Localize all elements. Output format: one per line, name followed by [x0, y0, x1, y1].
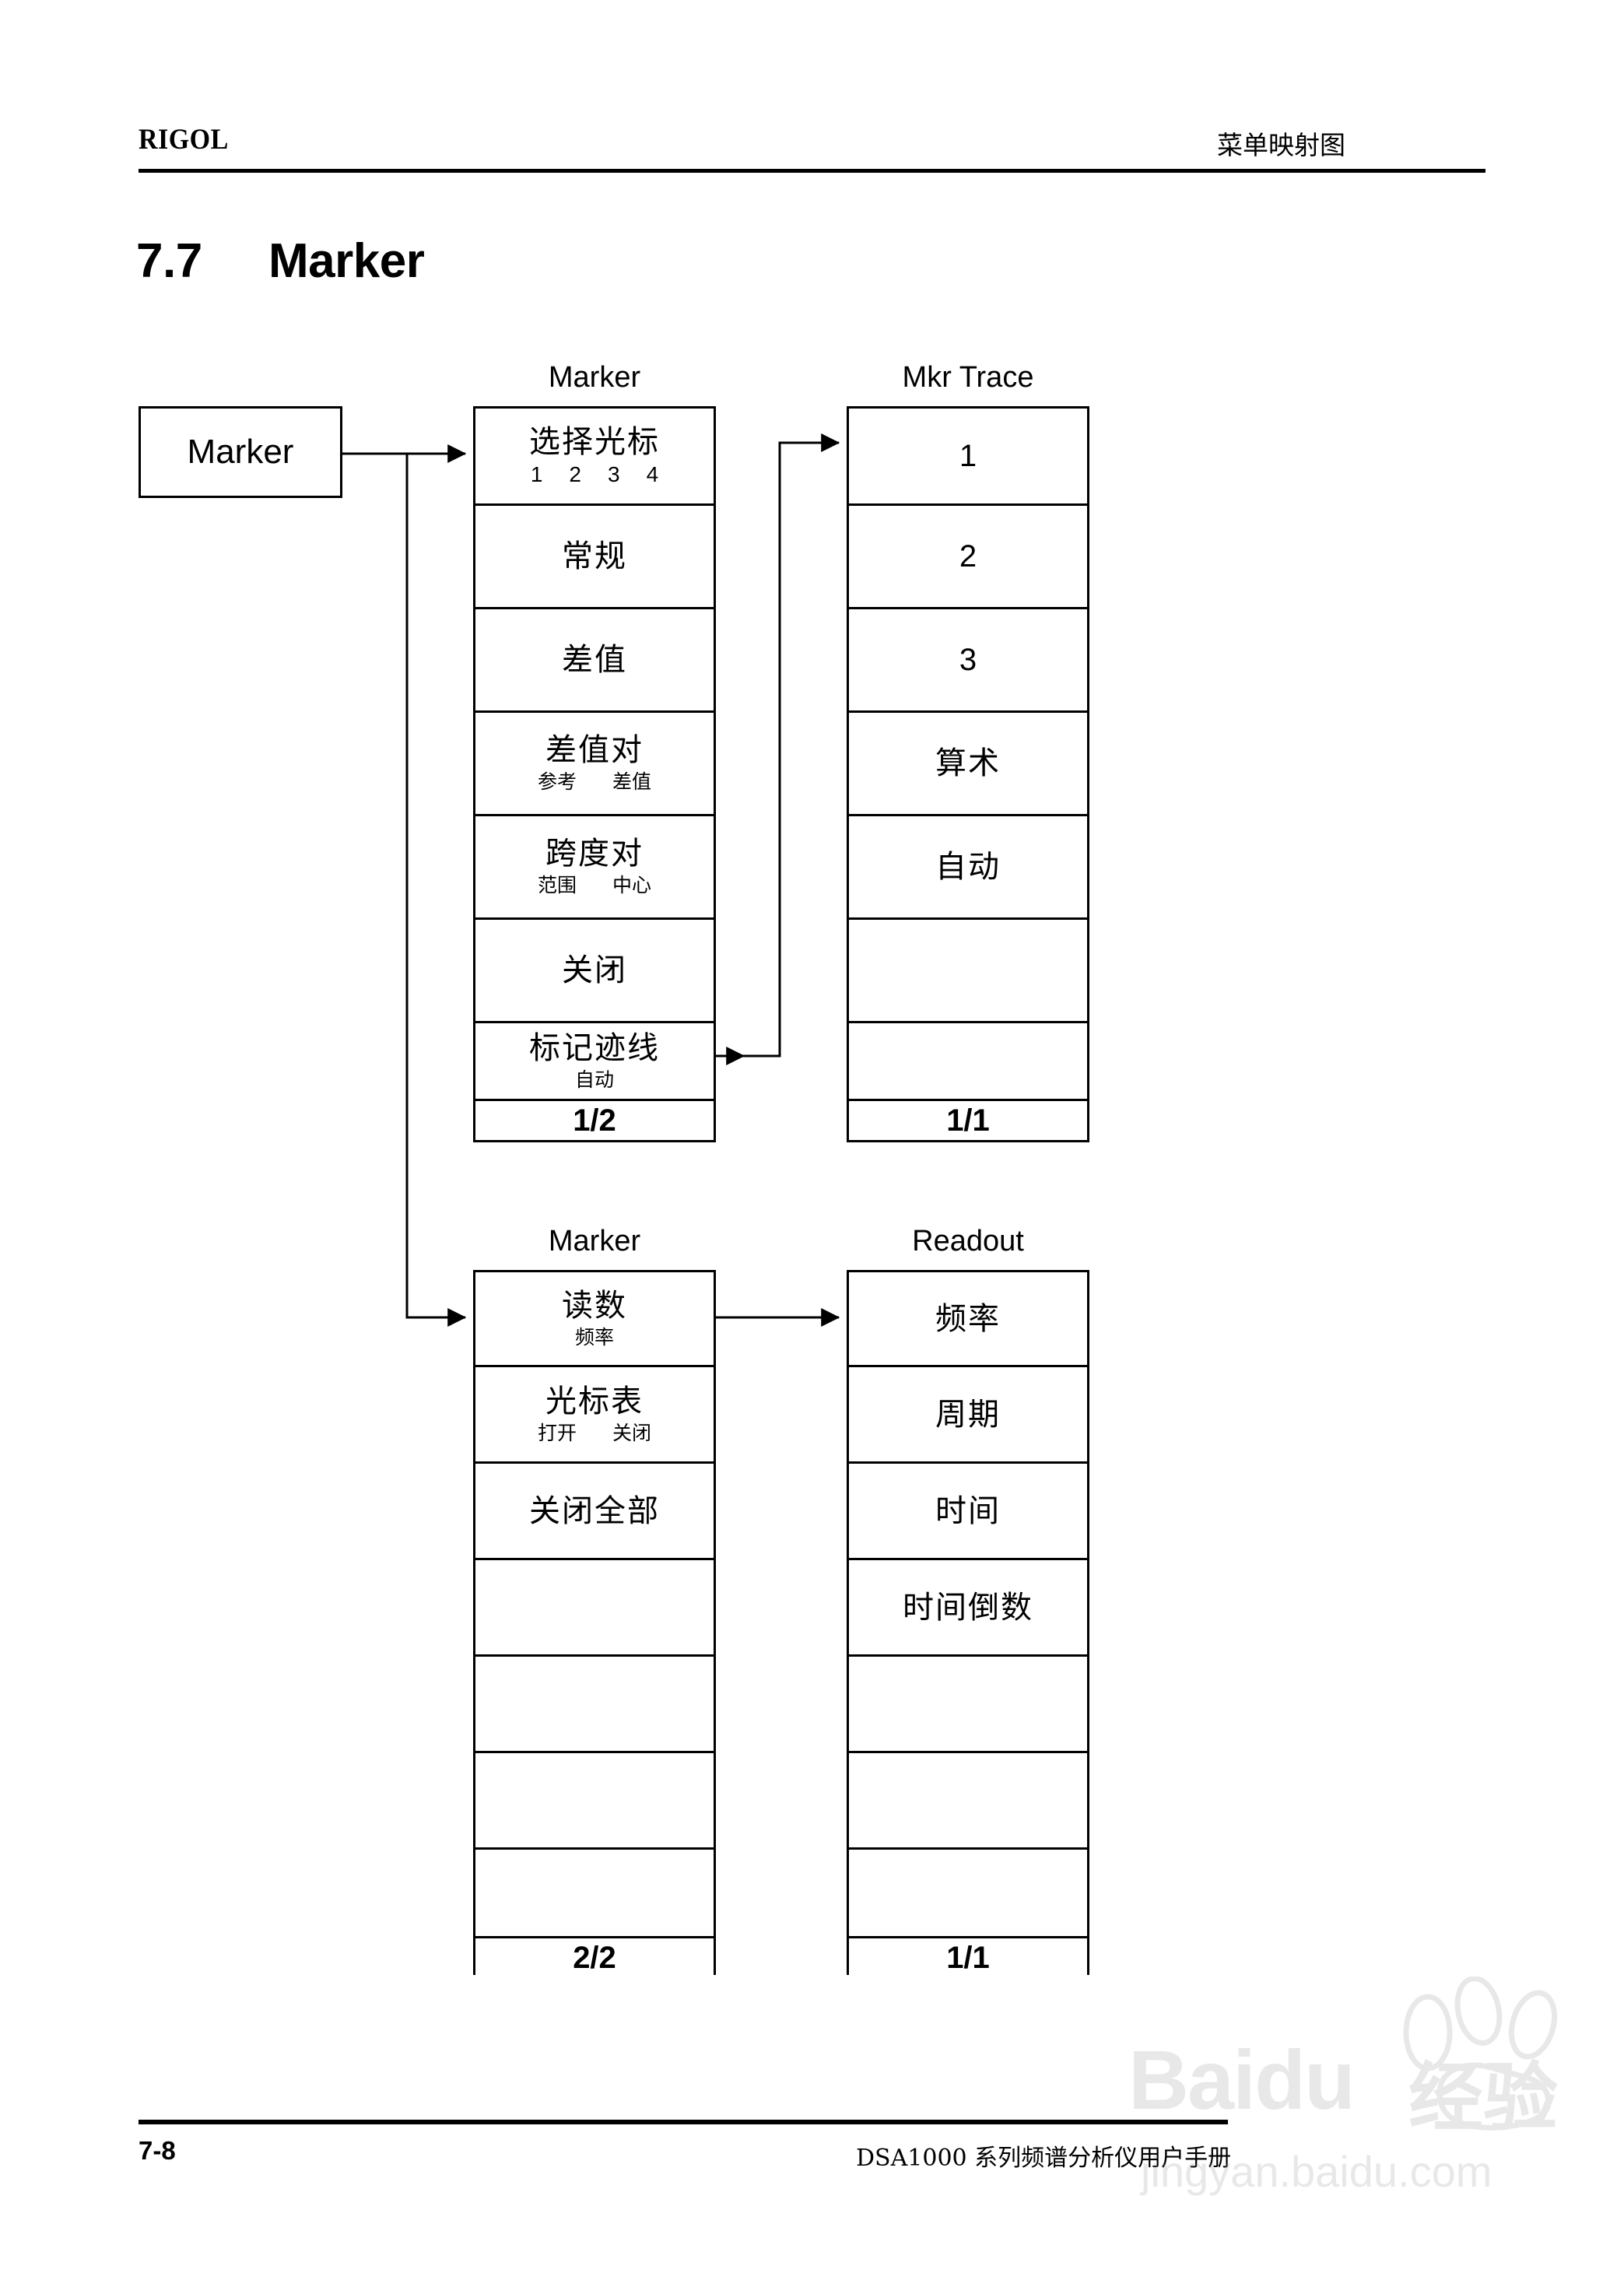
menu-item-empty[interactable]	[849, 920, 1087, 1023]
menu-page-indicator: 1/1	[849, 1938, 1087, 1977]
menu-item-label: 常规	[562, 538, 627, 574]
menu-item[interactable]: 1	[849, 409, 1087, 506]
column-caption-readout: Readout	[912, 1225, 1024, 1257]
page-title: 7.7 Marker	[136, 233, 425, 289]
menu-item-label: 3	[959, 643, 977, 677]
menu-item[interactable]: 算术	[849, 713, 1087, 816]
menu-item-label: 时间	[935, 1493, 1001, 1529]
sublabel: 2	[569, 461, 581, 486]
sublabel: 中心	[612, 874, 652, 897]
menu-column-readout: 频率 周期 时间 时间倒数 1/1	[847, 1270, 1089, 1977]
sublabel: 4	[646, 461, 659, 486]
menu-item[interactable]: 差值对 参考 差值	[475, 713, 714, 816]
menu-item-empty[interactable]	[475, 1850, 714, 1938]
section-number: 7.7	[136, 234, 202, 288]
chapter-title: 菜单映射图	[1217, 130, 1345, 160]
menu-item[interactable]: 时间倒数	[849, 1560, 1087, 1657]
hardkey-marker-label: Marker	[187, 433, 294, 471]
page-indicator-label: 1/1	[946, 1940, 990, 1975]
page-indicator-label: 2/2	[573, 1940, 616, 1975]
menu-item[interactable]: 3	[849, 609, 1087, 713]
menu-item-label: 1	[959, 439, 977, 473]
menu-item-label: 光标表	[545, 1383, 644, 1419]
menu-item-empty[interactable]	[475, 1753, 714, 1850]
menu-item-label: 读数	[562, 1287, 627, 1324]
page-header: RIGOL 菜单映射图	[139, 117, 1485, 179]
watermark-brand: Baidu	[1128, 2033, 1356, 2127]
connector-mkrtrace	[716, 433, 840, 1058]
menu-item[interactable]: 标记迹线 自动	[475, 1023, 714, 1101]
menu-column-marker-2: 读数 频率 光标表 打开 关闭 关闭全部 2/2	[473, 1270, 716, 1977]
menu-item[interactable]: 差值	[475, 609, 714, 713]
menu-item-sublabels: 范围 中心	[538, 875, 651, 896]
menu-item[interactable]: 频率	[849, 1272, 1087, 1367]
menu-item[interactable]: 时间	[849, 1464, 1087, 1560]
sublabel: 频率	[574, 1325, 614, 1349]
menu-item-label: 算术	[935, 745, 1001, 781]
section-name: Marker	[268, 234, 425, 288]
sublabel: 自动	[574, 1068, 614, 1091]
menu-item-label: 跨度对	[545, 836, 644, 872]
sublabel: 关闭	[612, 1421, 652, 1444]
sublabel: 范围	[537, 874, 577, 897]
paw-print-icon	[1403, 1977, 1558, 2131]
menu-item-label: 时间倒数	[903, 1589, 1033, 1626]
hardkey-marker[interactable]: Marker	[139, 406, 342, 498]
sublabel: 打开	[537, 1421, 577, 1444]
menu-item[interactable]: 选择光标 1 2 3 4	[475, 409, 714, 506]
menu-item[interactable]: 2	[849, 506, 1087, 609]
menu-item[interactable]: 关闭全部	[475, 1464, 714, 1560]
menu-item-label: 选择光标	[529, 423, 660, 460]
menu-item-label: 频率	[935, 1300, 1001, 1337]
sublabel: 3	[608, 461, 620, 486]
menu-column-mkr-trace: 1 2 3 算术 自动 1/1	[847, 406, 1089, 1142]
footer-divider	[139, 2120, 1228, 2124]
menu-item-empty[interactable]	[849, 1023, 1087, 1101]
menu-item-sublabels: 1 2 3 4	[530, 461, 659, 487]
menu-item-empty[interactable]	[849, 1657, 1087, 1753]
menu-page-indicator: 1/1	[849, 1101, 1087, 1140]
menu-item[interactable]: 跨度对 范围 中心	[475, 816, 714, 920]
menu-item-sublabels: 自动	[575, 1069, 614, 1091]
menu-column-marker-1: 选择光标 1 2 3 4 常规 差值 差值对 参考 差值 跨度对 范围 中心 关…	[473, 406, 716, 1142]
menu-item[interactable]: 关闭	[475, 920, 714, 1023]
manual-title: DSA1000 系列频谱分析仪用户手册	[856, 2145, 1232, 2172]
sublabel: 1	[530, 461, 543, 486]
menu-page-indicator: 1/2	[475, 1101, 714, 1140]
menu-item-empty[interactable]	[475, 1560, 714, 1657]
menu-item-label: 自动	[935, 849, 1001, 885]
sublabel: 差值	[612, 770, 652, 794]
menu-item[interactable]: 光标表 打开 关闭	[475, 1367, 714, 1464]
menu-item-label: 2	[959, 539, 977, 574]
menu-item-label: 差值对	[545, 732, 644, 769]
menu-item[interactable]: 常规	[475, 506, 714, 609]
menu-item-label: 周期	[935, 1396, 1001, 1433]
menu-item[interactable]: 读数 频率	[475, 1272, 714, 1367]
header-divider	[139, 169, 1485, 173]
menu-item-label: 标记迹线	[529, 1029, 660, 1066]
column-caption-marker-1: Marker	[548, 361, 641, 394]
column-caption-marker-2: Marker	[548, 1225, 641, 1257]
column-caption-mkr-trace: Mkr Trace	[902, 361, 1034, 394]
menu-item-label: 差值	[562, 642, 627, 678]
menu-item-sublabels: 频率	[575, 1327, 614, 1349]
menu-item-empty[interactable]	[849, 1753, 1087, 1850]
menu-item-label: 关闭	[562, 952, 627, 988]
menu-item-sublabels: 参考 差值	[538, 771, 651, 793]
menu-item-label: 关闭全部	[529, 1493, 660, 1529]
menu-item-sublabels: 打开 关闭	[538, 1422, 651, 1444]
page-indicator-label: 1/1	[946, 1103, 990, 1138]
menu-item-empty[interactable]	[849, 1850, 1087, 1938]
rigol-logo: RIGOL	[139, 124, 229, 156]
page-indicator-label: 1/2	[573, 1103, 616, 1138]
watermark-brand-cn: 经验	[1408, 2054, 1558, 2141]
menu-item[interactable]: 周期	[849, 1367, 1087, 1464]
connector-hardkey-to-marker2	[405, 454, 467, 1327]
menu-item[interactable]: 自动	[849, 816, 1087, 920]
menu-item-empty[interactable]	[475, 1657, 714, 1753]
sublabel: 参考	[537, 770, 577, 794]
menu-page-indicator: 2/2	[475, 1938, 714, 1977]
page-number: 7-8	[139, 2136, 176, 2165]
